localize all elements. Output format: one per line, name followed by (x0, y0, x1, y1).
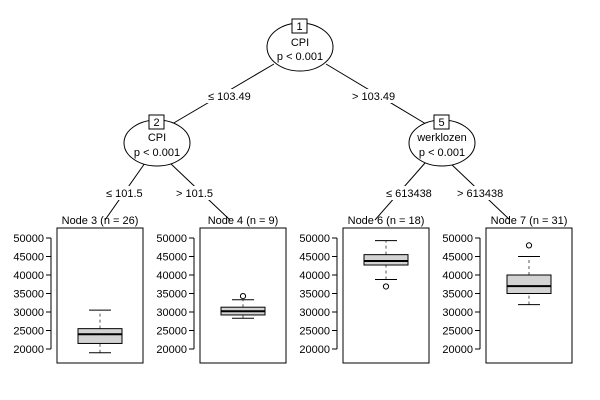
node-1-pvalue: p < 0.001 (277, 51, 323, 63)
leaf-node-6: Node 6 (n = 18) 50000 45000 40000 35000 30000… (299, 215, 430, 364)
box-iqr-6 (363, 254, 409, 266)
edge-labels: ≤ 103.49 > 103.49 ≤ 101.5 > 101.5 ≤ 6134… (104, 89, 511, 200)
node-1: 1 CPI p < 0.001 (266, 18, 334, 72)
leaf-title-6: Node 6 (n = 18) (348, 215, 425, 227)
y-tick-label-3-1: 45000 (13, 252, 44, 264)
node-5-id-box (433, 114, 450, 130)
y-tick-label-3-6: 20000 (13, 344, 44, 356)
node-1-id-box (291, 18, 308, 34)
node-1-id: 1 (296, 21, 302, 33)
y-tick-label-7-3: 35000 (442, 289, 473, 301)
box-iqr-7 (506, 274, 552, 294)
y-tick-label-4-0: 50000 (156, 233, 187, 245)
leaf-node-4: Node 4 (n = 9) 50000 45000 40000 35000 30000 2… (156, 215, 287, 364)
edge-label-1-5: > 103.49 (352, 91, 395, 103)
y-tick-label-4-4: 30000 (156, 307, 187, 319)
y-tick-label-4-6: 20000 (156, 344, 187, 356)
edge-label-2-3: ≤ 101.5 (106, 188, 143, 200)
y-tick-label-7-4: 30000 (442, 307, 473, 319)
node-5-variable: werklozen (416, 132, 467, 144)
y-tick-label-7-2: 40000 (442, 270, 473, 282)
leaf-title-7: Node 7 (n = 31) (491, 215, 568, 227)
leaf-node-3: Node 3 (n = 26) 50000 45000 40000 35000 30000… (13, 215, 144, 364)
node-5-pvalue: p < 0.001 (419, 147, 465, 159)
y-tick-label-6-0: 50000 (299, 233, 330, 245)
box-iqr-3 (77, 328, 123, 344)
y-tick-label-6-3: 35000 (299, 289, 330, 301)
leaf-panel-frame-6 (342, 227, 430, 364)
leaf-title-4: Node 4 (n = 9) (208, 215, 279, 227)
y-tick-label-3-3: 35000 (13, 289, 44, 301)
y-tick-label-7-1: 45000 (442, 252, 473, 264)
y-tick-label-4-5: 25000 (156, 326, 187, 338)
edge-label-2-4: > 101.5 (176, 188, 213, 200)
y-tick-label-3-5: 25000 (13, 326, 44, 338)
y-tick-label-7-5: 25000 (442, 326, 473, 338)
y-tick-label-7-6: 20000 (442, 344, 473, 356)
edge-label-5-6: ≤ 613438 (386, 188, 432, 200)
y-tick-label-6-6: 20000 (299, 344, 330, 356)
y-tick-label-6-2: 40000 (299, 270, 330, 282)
y-tick-label-6-1: 45000 (299, 252, 330, 264)
outlier-point-6-0 (382, 283, 390, 290)
y-tick-label-3-4: 30000 (13, 307, 44, 319)
node-2-pvalue: p < 0.001 (134, 147, 180, 159)
node-2-id-box (148, 114, 165, 130)
edge-label-5-7: > 613438 (457, 188, 503, 200)
y-tick-label-4-2: 40000 (156, 270, 187, 282)
node-2-id: 2 (153, 117, 159, 129)
y-tick-label-3-2: 40000 (13, 270, 44, 282)
node-1-variable: CPI (291, 37, 309, 49)
y-tick-label-4-3: 35000 (156, 289, 187, 301)
leaf-panel-frame-7 (485, 227, 573, 364)
inner-nodes: 1 CPI p < 0.001 2 CPI p < 0.001 5 werklo… (123, 18, 476, 167)
edge-label-1-2: ≤ 103.49 (208, 91, 251, 103)
y-tick-label-7-0: 50000 (442, 233, 473, 245)
node-2: 2 CPI p < 0.001 (123, 114, 191, 167)
outlier-point-4-0 (239, 292, 247, 300)
terminal-node-panels: Node 3 (n = 26) 50000 45000 40000 35000 30000… (13, 215, 573, 364)
y-tick-label-3-0: 50000 (13, 233, 44, 245)
node-2-variable: CPI (148, 132, 166, 144)
leaf-title-3: Node 3 (n = 26) (62, 215, 139, 227)
outlier-point-7-0 (525, 242, 533, 249)
y-tick-label-6-5: 25000 (299, 326, 330, 338)
y-tick-label-6-4: 30000 (299, 307, 330, 319)
leaf-node-7: Node 7 (n = 31) 50000 45000 40000 35000 30000… (442, 215, 573, 364)
y-tick-label-4-1: 45000 (156, 252, 187, 264)
node-5-id: 5 (438, 117, 444, 129)
node-5: 5 werklozen p < 0.001 (408, 114, 476, 167)
